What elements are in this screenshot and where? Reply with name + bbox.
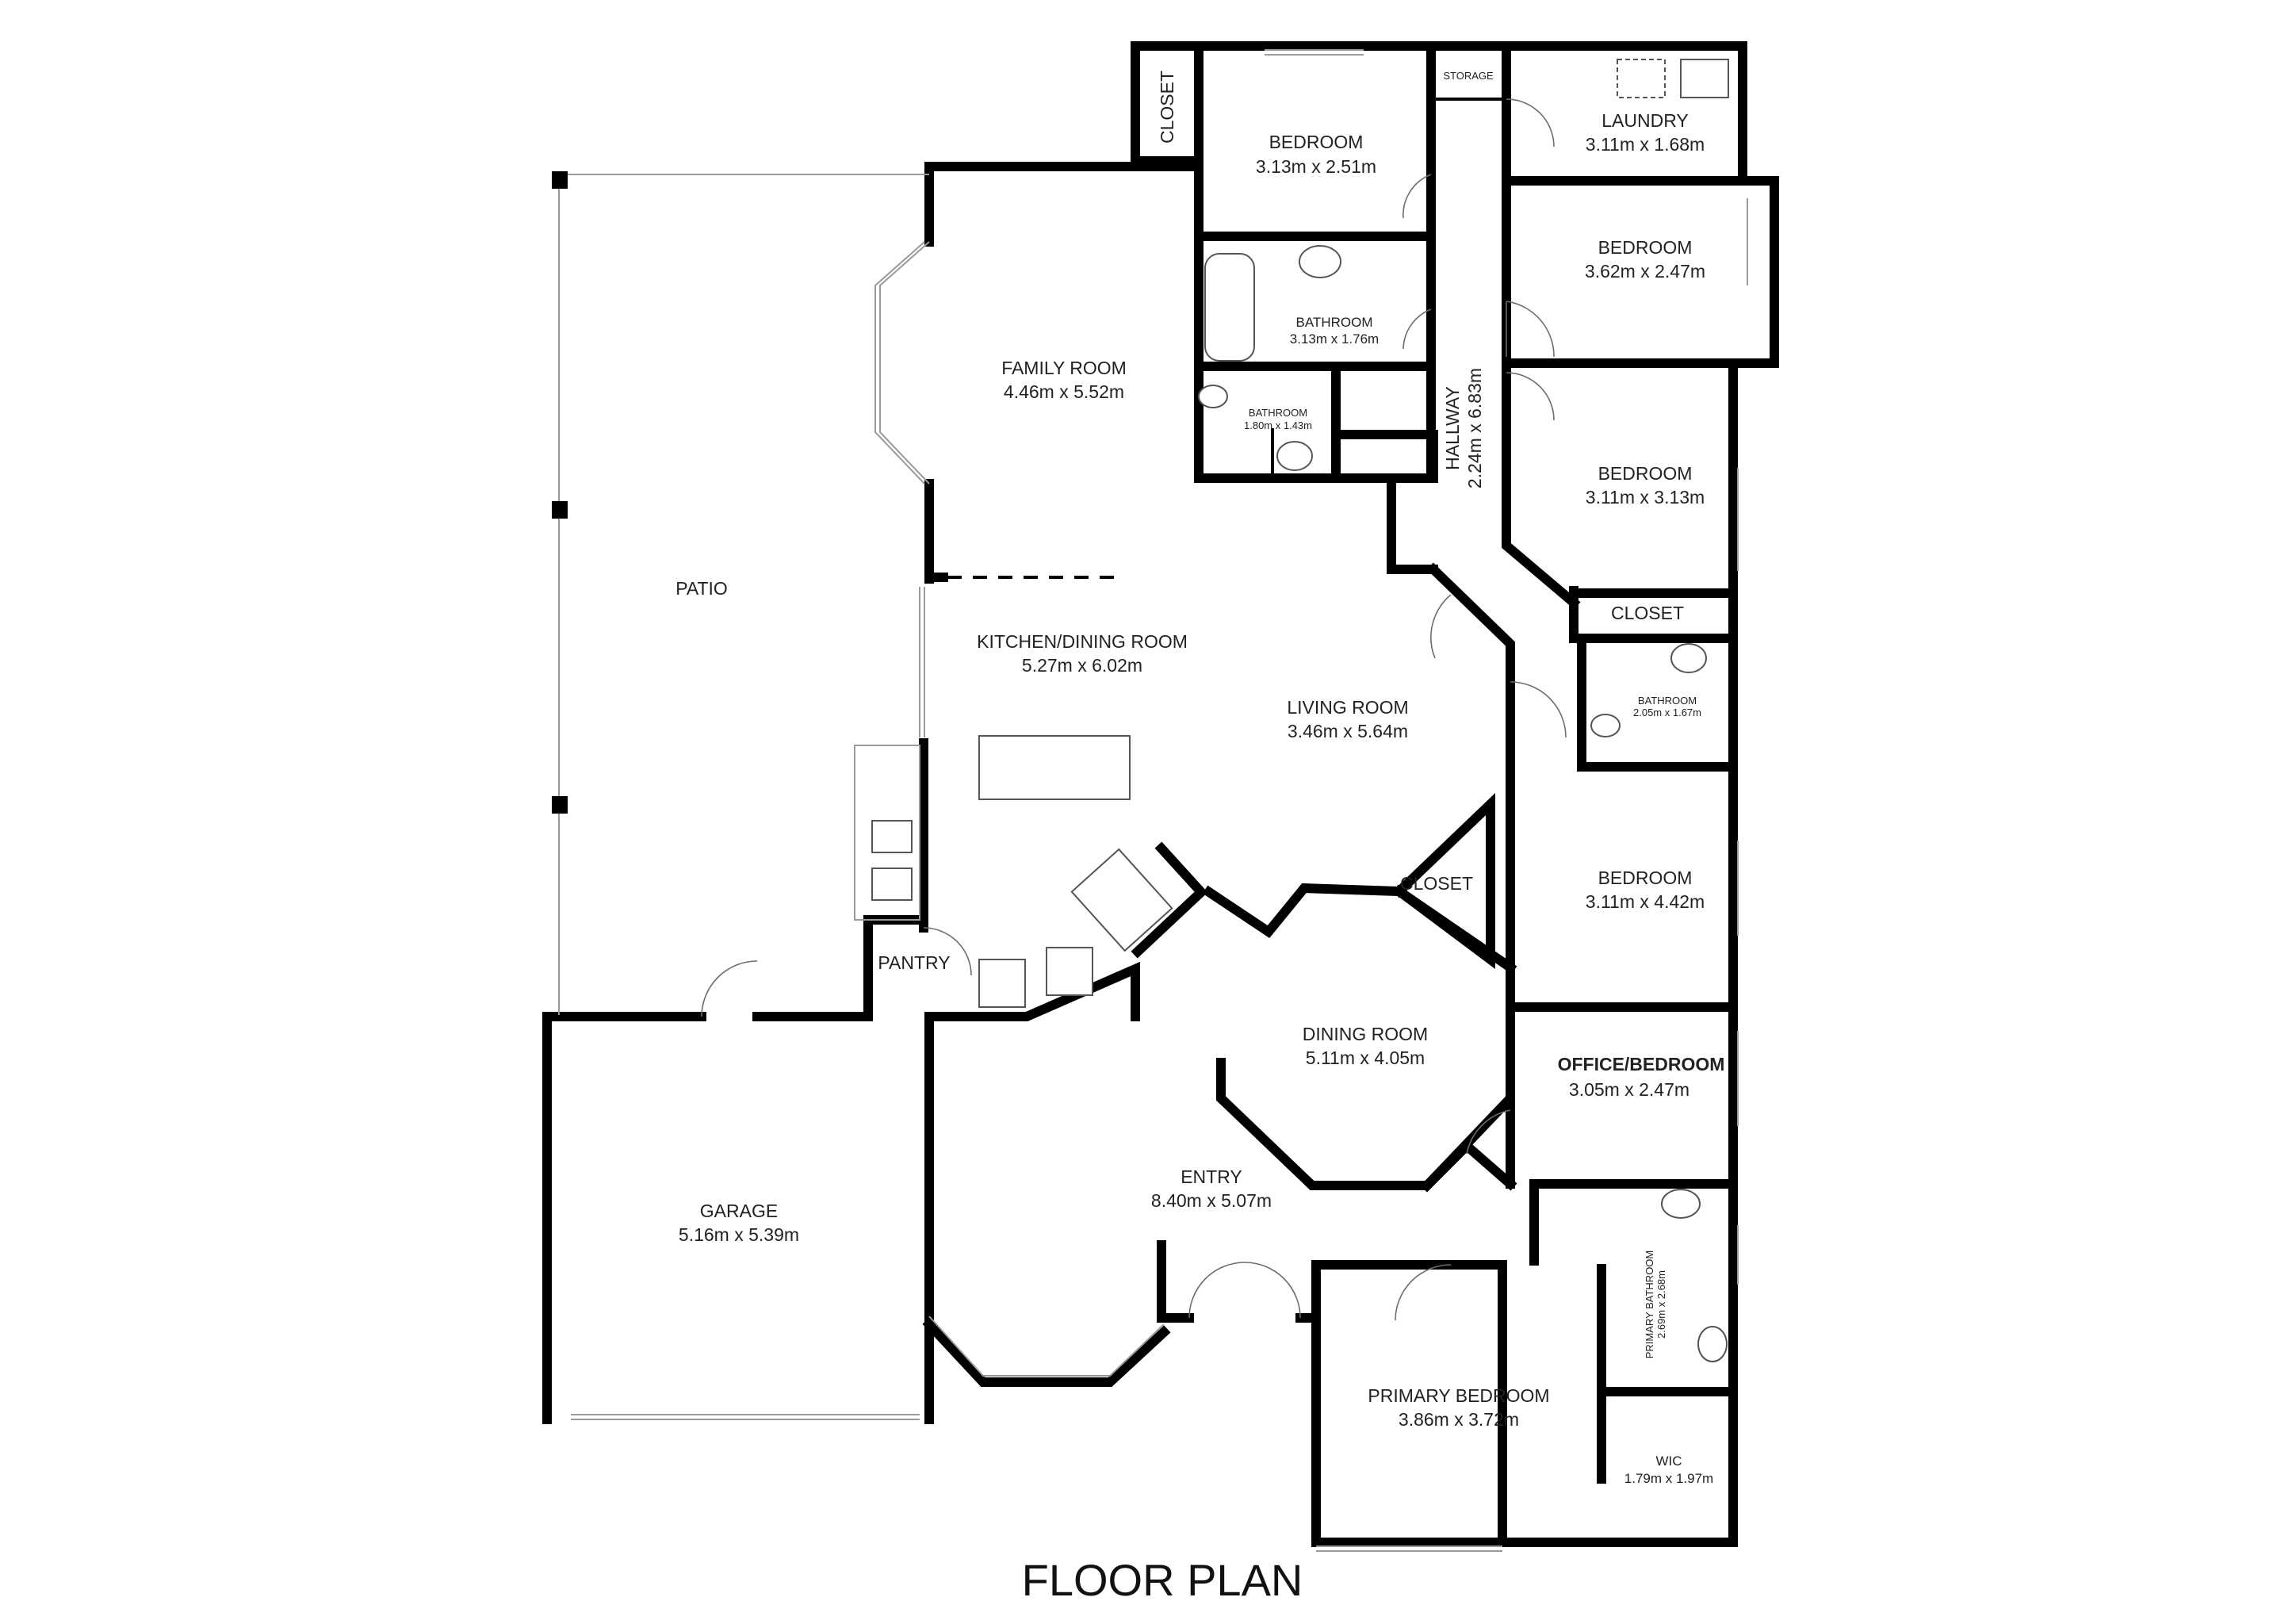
room-size-bathroom-small: 1.80m x 1.43m <box>1244 419 1312 431</box>
room-name-wic: WIC <box>1655 1454 1682 1469</box>
room-name-closet-right: CLOSET <box>1611 603 1684 623</box>
room-name-laundry: LAUNDRY <box>1601 110 1689 131</box>
room-size-dining-room: 5.11m x 4.05m <box>1306 1048 1425 1068</box>
room-size-kitchen: 5.27m x 6.02m <box>1022 655 1142 676</box>
room-name-bathroom-small: BATHROOM <box>1249 407 1307 419</box>
room-name-dining-room: DINING ROOM <box>1303 1024 1428 1044</box>
room-name-family-room: FAMILY ROOM <box>1001 358 1127 378</box>
room-size-family-room: 4.46m x 5.52m <box>1004 381 1124 402</box>
room-name-living-room: LIVING ROOM <box>1287 697 1408 718</box>
room-name-bedroom-2: BEDROOM <box>1598 237 1693 258</box>
room-size-laundry: 3.11m x 1.68m <box>1586 134 1705 155</box>
room-name-closet-top: CLOSET <box>1157 71 1177 144</box>
room-name-bedroom-4: BEDROOM <box>1598 868 1693 888</box>
room-name-primary-bedroom: PRIMARY BEDROOM <box>1368 1385 1549 1406</box>
room-size-bedroom-3: 3.11m x 3.13m <box>1586 487 1705 508</box>
room-size-bedroom-top: 3.13m x 2.51m <box>1256 156 1376 177</box>
room-size-office: 3.05m x 2.47m <box>1569 1079 1689 1100</box>
patio-posts <box>552 171 568 814</box>
room-name-primary-bathroom: PRIMARY BATHROOM <box>1644 1251 1655 1359</box>
room-size-wic: 1.79m x 1.97m <box>1624 1471 1713 1486</box>
room-name-kitchen: KITCHEN/DINING ROOM <box>977 631 1188 652</box>
room-size-bedroom-2: 3.62m x 2.47m <box>1585 261 1705 282</box>
room-size-living-room: 3.46m x 5.64m <box>1288 721 1408 741</box>
room-name-pantry: PANTRY <box>878 952 950 973</box>
room-size-bathroom-main: 3.13m x 1.76m <box>1290 331 1379 347</box>
room-name-closet-mid: CLOSET <box>1400 873 1473 894</box>
room-name-bedroom-3: BEDROOM <box>1598 463 1693 484</box>
fixtures <box>871 59 1729 1362</box>
room-name-hallway: HALLWAY <box>1442 386 1463 470</box>
room-size-primary-bathroom: 2.69m x 2.68m <box>1655 1270 1667 1339</box>
room-name-bathroom-main: BATHROOM <box>1296 315 1373 330</box>
room-size-entry: 8.40m x 5.07m <box>1151 1190 1272 1211</box>
room-name-entry: ENTRY <box>1181 1166 1242 1187</box>
plan-title: FLOOR PLAN <box>1022 1555 1303 1605</box>
room-name-office: OFFICE/BEDROOM <box>1558 1054 1725 1074</box>
room-name-bedroom-top: BEDROOM <box>1269 132 1364 152</box>
room-name-garage: GARAGE <box>700 1201 778 1221</box>
room-name-storage: STORAGE <box>1443 70 1494 82</box>
room-size-hallway: 2.24m x 6.83m <box>1464 368 1485 488</box>
room-size-primary-bedroom: 3.86m x 3.72m <box>1399 1409 1519 1430</box>
room-name-patio: PATIO <box>675 578 728 599</box>
room-size-bedroom-4: 3.11m x 4.42m <box>1586 891 1705 912</box>
room-size-garage: 5.16m x 5.39m <box>679 1224 799 1245</box>
room-name-bathroom-right: BATHROOM <box>1638 695 1697 707</box>
walls <box>542 41 1779 1547</box>
room-labels: BEDROOM 3.13m x 2.51m CLOSET STORAGE LAU… <box>675 70 1724 1486</box>
room-size-bathroom-right: 2.05m x 1.67m <box>1633 707 1701 718</box>
windows <box>558 49 1748 1552</box>
doors <box>701 98 1567 1321</box>
